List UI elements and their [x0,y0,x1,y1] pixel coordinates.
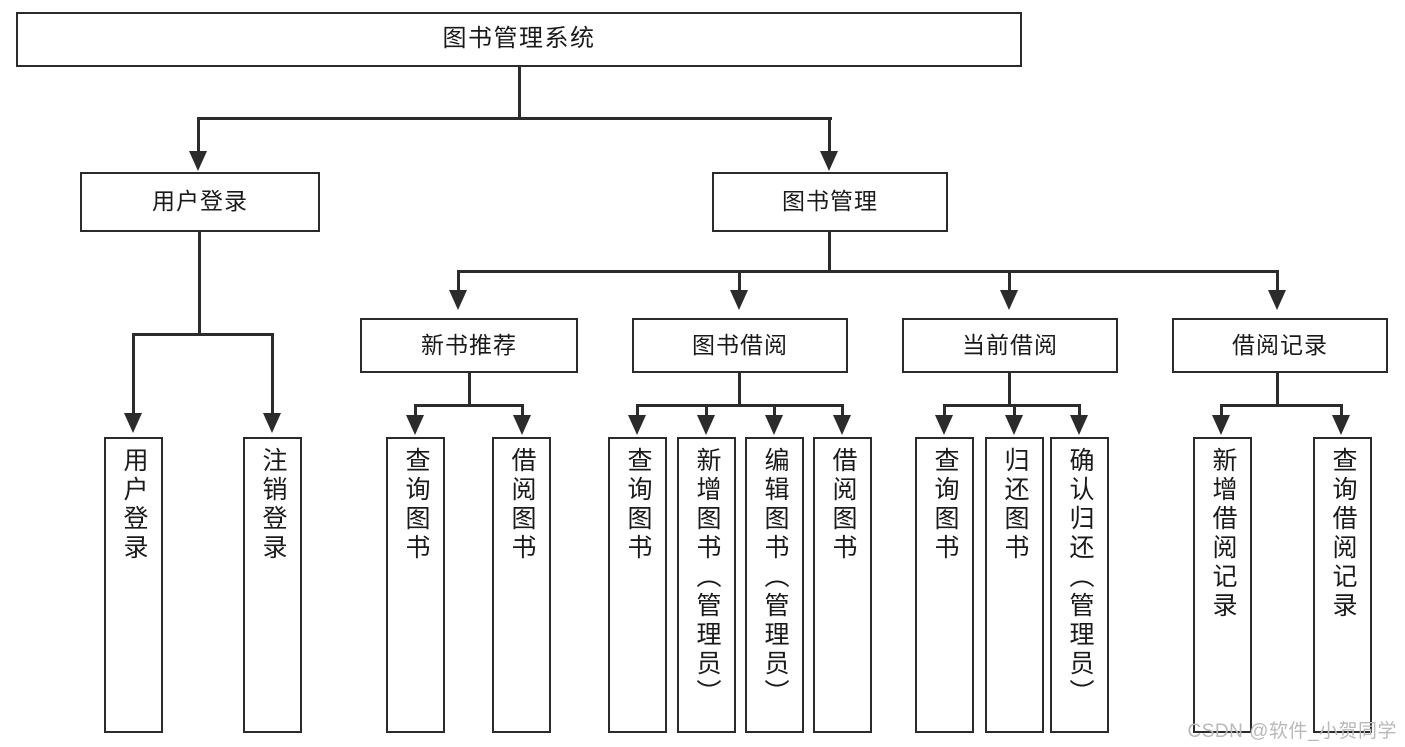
connector-bb-branch-4 [841,404,844,418]
arrowhead-bb-leaf-3 [765,415,783,435]
leaf-borrow-add-book-admin[interactable]: 新增图书（管理员） [677,437,736,733]
arrowhead-to-current-borrow [1000,290,1018,310]
connector-root-to-user-login [197,117,200,153]
connector-book-management-stem [828,232,831,273]
connector-user-login-bus [132,333,273,336]
connector-root-bus [197,117,832,120]
leaf-user-login-signout[interactable]: 注销登录 [243,437,302,733]
connector-user-login-stem [198,232,201,335]
node-label: 当前借阅 [962,331,1058,358]
leaf-current-return-book[interactable]: 归还图书 [985,437,1044,733]
leaf-record-add-borrow-record[interactable]: 新增借阅记录 [1193,437,1252,733]
arrowhead-nbr-leaf-1 [406,415,424,435]
leaf-borrow-edit-book-admin[interactable]: 编辑图书（管理员） [745,437,804,733]
connector-br-branch-2 [1340,404,1343,418]
leaf-current-query-book[interactable]: 查询图书 [915,437,974,733]
arrowhead-br-leaf-1 [1212,415,1230,435]
connector-br-stem [1276,373,1279,407]
node-label: 图书借阅 [692,331,788,358]
arrowhead-to-book-management [820,151,838,171]
connector-nbr-branch-1 [414,404,417,418]
node-label: 查询借阅记录 [1329,447,1357,621]
arrowhead-cb-leaf-2 [1005,415,1023,435]
connector-book-management-bus [457,270,1279,273]
node-label: 查询图书 [931,447,959,563]
node-label: 借阅图书 [829,447,857,563]
connector-bb-branch-2 [705,404,708,418]
arrowhead-user-login-leaf-1 [124,413,142,433]
node-user-login[interactable]: 用户登录 [80,172,320,232]
node-label: 新增图书（管理员） [693,447,721,708]
leaf-new-book-query[interactable]: 查询图书 [386,437,445,733]
arrowhead-cb-leaf-1 [935,415,953,435]
connector-user-login-branch-1 [132,333,135,415]
connector-br-bus [1220,404,1343,407]
node-borrow-record[interactable]: 借阅记录 [1172,318,1388,373]
connector-bm-branch-3 [1008,270,1011,292]
arrowhead-to-book-borrow [730,290,748,310]
connector-cb-branch-1 [943,404,946,418]
node-book-management[interactable]: 图书管理 [712,172,948,232]
connector-bb-bus [636,404,844,407]
csdn-watermark: CSDN @软件_小贺同学 [1187,721,1397,742]
node-label: 借阅图书 [508,447,536,563]
node-label: 用户登录 [120,447,148,563]
connector-bm-branch-2 [738,270,741,292]
node-label: 归还图书 [1001,447,1029,563]
arrowhead-bb-leaf-1 [628,415,646,435]
node-label: 编辑图书（管理员） [761,447,789,708]
connector-root-stem [518,67,521,119]
connector-nbr-bus [414,404,524,407]
connector-br-branch-1 [1220,404,1223,418]
node-label: 图书管理系统 [442,25,596,53]
leaf-new-book-borrow[interactable]: 借阅图书 [492,437,551,733]
connector-bm-branch-4 [1276,270,1279,292]
arrowhead-bb-leaf-4 [833,415,851,435]
node-label: 新书推荐 [421,331,517,358]
leaf-record-query-borrow-record[interactable]: 查询借阅记录 [1313,437,1372,733]
connector-cb-branch-3 [1078,404,1081,418]
node-label: 新增借阅记录 [1209,447,1237,621]
connector-nbr-branch-2 [521,404,524,418]
arrowhead-to-borrow-record [1268,290,1286,310]
node-label: 查询图书 [624,447,652,563]
connector-nbr-stem [468,373,471,407]
leaf-borrow-query-book[interactable]: 查询图书 [608,437,667,733]
node-label: 用户登录 [152,188,248,215]
leaf-borrow-borrow-book[interactable]: 借阅图书 [813,437,872,733]
connector-bb-stem [738,373,741,407]
node-label: 确认归还（管理员） [1066,447,1094,708]
leaf-current-confirm-return-admin[interactable]: 确认归还（管理员） [1050,437,1109,733]
node-book-borrow[interactable]: 图书借阅 [632,318,848,373]
connector-cb-stem [1008,373,1011,407]
connector-cb-branch-2 [1013,404,1016,418]
arrowhead-cb-leaf-3 [1070,415,1088,435]
arrowhead-user-login-leaf-2 [263,413,281,433]
connector-bb-branch-3 [773,404,776,418]
node-label: 注销登录 [259,447,287,563]
node-current-borrow[interactable]: 当前借阅 [902,318,1118,373]
node-new-book-recommend[interactable]: 新书推荐 [360,318,578,373]
node-label: 图书管理 [782,188,878,215]
connector-cb-bus [943,404,1080,407]
arrowhead-nbr-leaf-2 [513,415,531,435]
leaf-user-login-signin[interactable]: 用户登录 [104,437,163,733]
arrowhead-br-leaf-2 [1332,415,1350,435]
arrowhead-to-user-login [189,151,207,171]
node-label: 查询图书 [402,447,430,563]
arrowhead-bb-leaf-2 [697,415,715,435]
node-label: 借阅记录 [1232,331,1328,358]
connector-user-login-branch-2 [271,333,274,415]
arrowhead-to-new-book-recommend [449,290,467,310]
connector-root-to-book-management [828,117,831,153]
connector-bm-branch-1 [457,270,460,292]
node-root-book-management-system[interactable]: 图书管理系统 [16,12,1022,67]
connector-bb-branch-1 [636,404,639,418]
